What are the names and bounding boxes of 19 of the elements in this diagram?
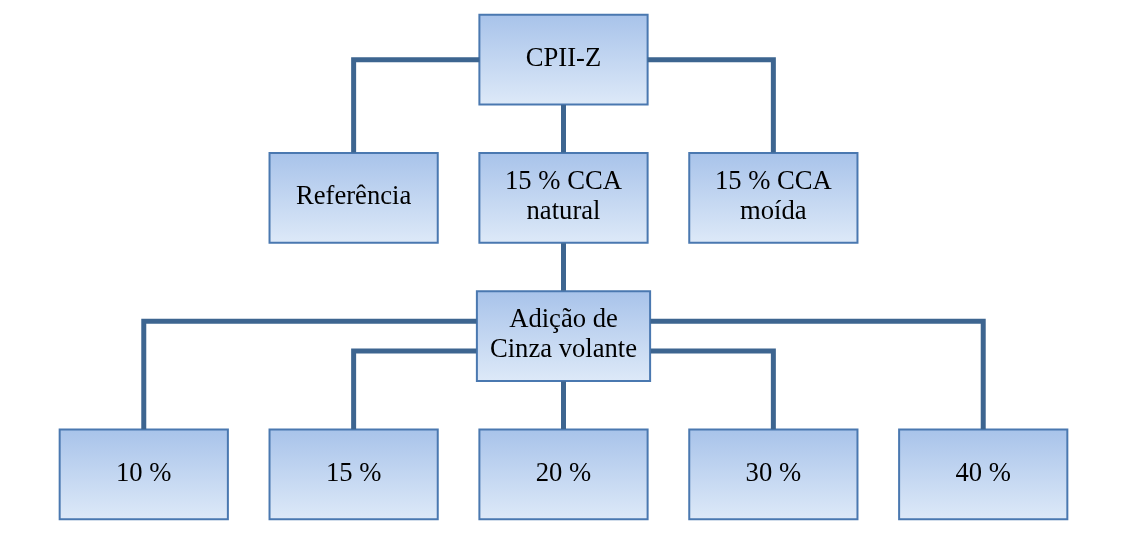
connector [561, 104, 566, 153]
node-box: 10 % [58, 428, 229, 521]
connector [561, 243, 566, 291]
node-box: 15 % [268, 428, 439, 521]
node-box: Adição de Cinza volante [475, 290, 652, 383]
connector [351, 57, 480, 153]
node-box: 40 % [898, 428, 1069, 521]
connector [650, 318, 986, 430]
node-box: Referência [268, 151, 439, 244]
connector [141, 318, 477, 430]
node-box: CPII-Z [478, 13, 649, 106]
node-box: 15 % CCA moída [688, 151, 859, 244]
node-box: 15 % CCA natural [478, 151, 649, 244]
connector [351, 348, 477, 430]
connector [650, 348, 776, 430]
connector [647, 57, 776, 153]
node-box: 30 % [688, 428, 859, 521]
connector [561, 381, 566, 429]
node-box: 20 % [478, 428, 649, 521]
